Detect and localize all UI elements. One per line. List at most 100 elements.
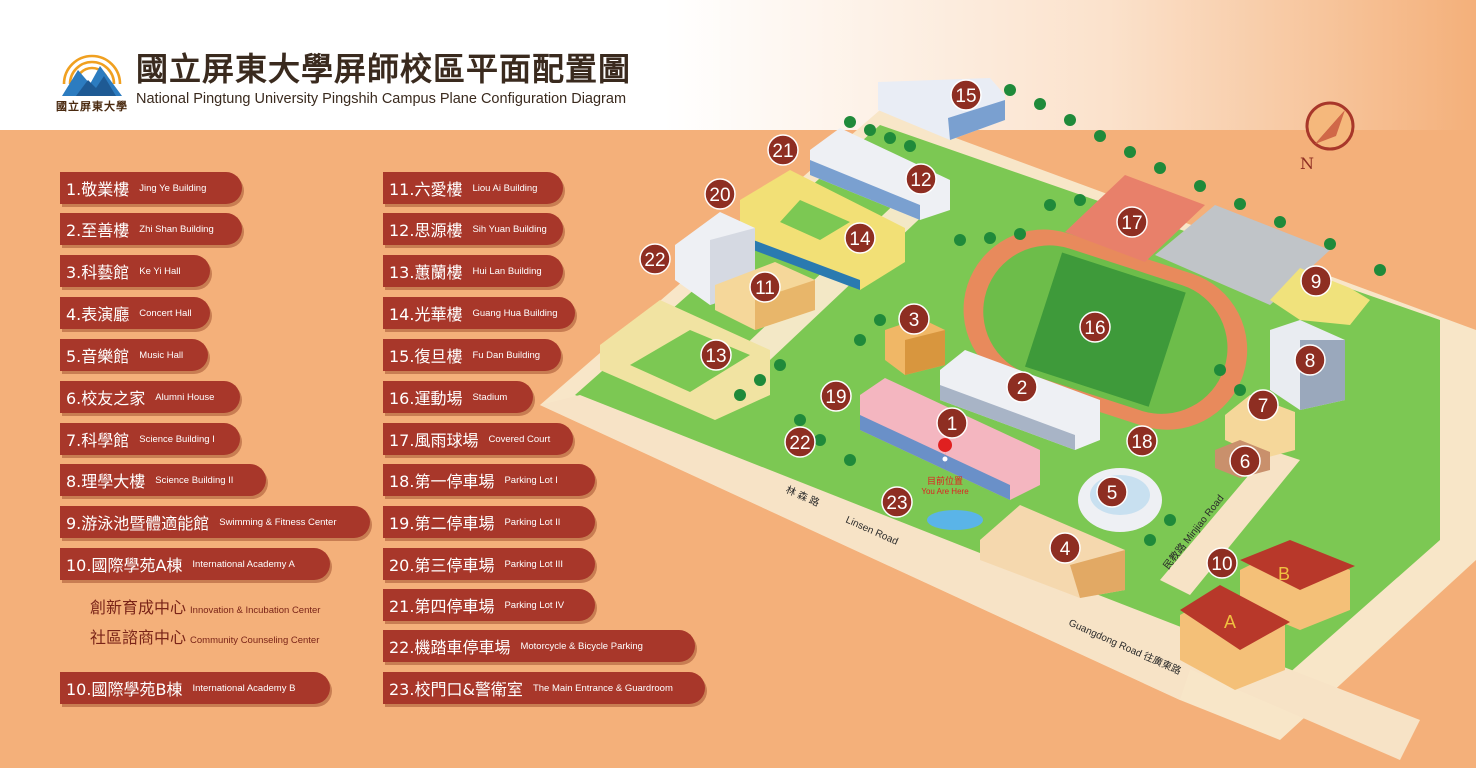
road-label-linsen-zh: 林 森 路 bbox=[784, 483, 822, 509]
svg-text:6: 6 bbox=[1240, 452, 1251, 473]
road-guangdong bbox=[1030, 580, 1420, 760]
building-8 bbox=[1270, 320, 1345, 410]
page-subtitle: National Pingtung University Pingshih Ca… bbox=[136, 91, 627, 107]
road-label-minjiao: 民教路 Minjiao Road bbox=[1160, 492, 1226, 572]
logo-text: 國立屏東大學 bbox=[56, 100, 128, 113]
marker-10: 10 bbox=[1206, 547, 1238, 579]
marker-16: 16 bbox=[1079, 311, 1111, 343]
svg-text:8: 8 bbox=[1305, 351, 1316, 372]
university-logo-icon bbox=[62, 54, 122, 96]
building-1 bbox=[860, 378, 1040, 500]
page-title: 國立屏東大學屏師校區平面配置圖 bbox=[136, 50, 632, 88]
road-inner bbox=[740, 180, 950, 360]
building-7 bbox=[1225, 395, 1295, 458]
svg-text:1: 1 bbox=[947, 414, 958, 435]
svg-text:4: 4 bbox=[1060, 539, 1071, 560]
marker-11: 11 bbox=[749, 271, 781, 303]
marker-14: 14 bbox=[844, 222, 876, 254]
svg-text:20: 20 bbox=[709, 185, 730, 206]
building-9-roof bbox=[1155, 205, 1330, 305]
svg-text:23: 23 bbox=[886, 493, 907, 514]
building-12 bbox=[810, 128, 950, 220]
marker-20: 20 bbox=[704, 178, 736, 210]
building-2 bbox=[940, 350, 1100, 450]
svg-text:22: 22 bbox=[644, 250, 665, 271]
marker-22-bottom: 22 bbox=[784, 426, 816, 458]
marker-3: 3 bbox=[898, 303, 930, 335]
marker-22-top: 22 bbox=[639, 243, 671, 275]
you-are-here-en: You Are Here bbox=[921, 487, 969, 496]
svg-text:17: 17 bbox=[1121, 213, 1142, 234]
svg-text:5: 5 bbox=[1107, 483, 1118, 504]
stadium-track bbox=[963, 229, 1248, 430]
svg-text:3: 3 bbox=[909, 310, 920, 331]
building-10-a bbox=[1180, 585, 1290, 690]
svg-text:22: 22 bbox=[789, 433, 810, 454]
marker-17: 17 bbox=[1116, 206, 1148, 238]
svg-text:2: 2 bbox=[1017, 378, 1028, 399]
svg-text:13: 13 bbox=[705, 346, 726, 367]
building-3 bbox=[885, 318, 945, 375]
marker-4: 4 bbox=[1049, 532, 1081, 564]
marker-5: 5 bbox=[1096, 476, 1128, 508]
covered-court bbox=[1065, 175, 1205, 262]
building-letter-b: B bbox=[1278, 564, 1290, 584]
svg-text:10: 10 bbox=[1211, 554, 1232, 575]
svg-text:7: 7 bbox=[1258, 396, 1269, 417]
pond bbox=[927, 510, 983, 530]
header-banner bbox=[0, 0, 1476, 130]
svg-text:9: 9 bbox=[1311, 272, 1322, 293]
marker-21: 21 bbox=[767, 134, 799, 166]
marker-23: 23 bbox=[881, 486, 913, 518]
compass-label: N bbox=[1300, 154, 1314, 173]
svg-text:19: 19 bbox=[825, 387, 846, 408]
svg-text:14: 14 bbox=[849, 229, 871, 250]
building-11 bbox=[715, 262, 815, 330]
marker-12: 12 bbox=[905, 163, 937, 195]
road-label-guangdong: Guangdong Road 往廣東路 bbox=[1067, 616, 1183, 677]
marker-9: 9 bbox=[1300, 265, 1332, 297]
building-9 bbox=[1270, 268, 1370, 325]
building-4 bbox=[980, 505, 1125, 598]
svg-text:21: 21 bbox=[772, 141, 793, 162]
building-6 bbox=[1215, 440, 1270, 478]
marker-8: 8 bbox=[1294, 344, 1326, 376]
marker-7: 7 bbox=[1247, 389, 1279, 421]
building-20 bbox=[675, 212, 755, 305]
marker-13: 13 bbox=[700, 339, 732, 371]
marker-6: 6 bbox=[1229, 445, 1261, 477]
svg-text:12: 12 bbox=[910, 170, 931, 191]
building-14 bbox=[740, 170, 905, 290]
tree-row bbox=[734, 84, 1386, 546]
svg-text:11: 11 bbox=[755, 278, 775, 299]
campus-lawn bbox=[575, 125, 1440, 690]
road-minjiao bbox=[1160, 450, 1300, 595]
road-label-linsen-en: Linsen Road bbox=[844, 515, 900, 548]
